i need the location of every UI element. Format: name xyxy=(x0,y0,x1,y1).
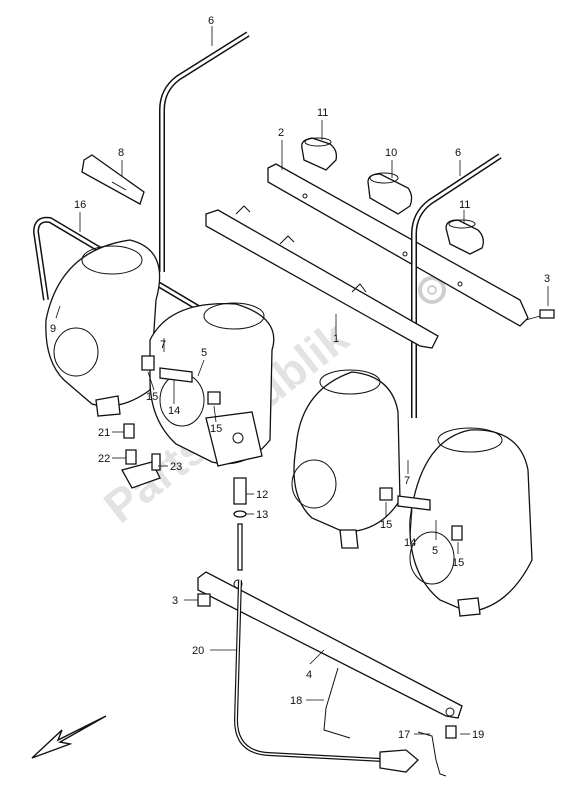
washer-13 xyxy=(233,510,247,571)
callout-18: 18 xyxy=(290,695,302,707)
joint-14-b xyxy=(397,495,431,511)
callout-15-a: 15 xyxy=(146,391,158,403)
joint-14-a xyxy=(159,367,193,383)
vent-pipe-right xyxy=(411,153,502,418)
plate-1 xyxy=(205,205,439,349)
fitting-15-b xyxy=(207,391,221,405)
callout-23: 23 xyxy=(170,461,182,473)
callout-3-upper: 3 xyxy=(544,273,550,285)
callout-7-right: 7 xyxy=(404,475,410,487)
callout-7-left: 7 xyxy=(160,339,166,351)
callout-1: 1 xyxy=(333,333,339,345)
callout-6-left: 6 xyxy=(208,15,214,27)
cap-10 xyxy=(367,172,413,215)
callout-4: 4 xyxy=(306,669,312,681)
callout-15-b: 15 xyxy=(210,423,222,435)
clip-17 xyxy=(417,731,447,777)
callout-3-lower: 3 xyxy=(172,595,178,607)
callouts: 6 8 16 11 2 10 6 11 3 1 9 7 5 15 14 15 2… xyxy=(50,15,550,741)
jet-22 xyxy=(125,449,137,465)
cable-20 xyxy=(233,579,419,773)
fitting-15-c xyxy=(379,487,393,501)
callout-12: 12 xyxy=(256,489,268,501)
screw-19 xyxy=(445,725,457,739)
carburetor-3 xyxy=(291,369,401,549)
vent-pipe-left xyxy=(159,31,250,272)
pipe-16 xyxy=(32,216,224,325)
callout-20: 20 xyxy=(192,645,204,657)
callout-13: 13 xyxy=(256,509,268,521)
cap-11-right xyxy=(445,219,484,255)
callout-21: 21 xyxy=(98,427,110,439)
callout-6-right: 6 xyxy=(455,147,461,159)
carburetor-1 xyxy=(45,239,161,417)
carburetor-2 xyxy=(149,302,275,467)
screw-3-lower xyxy=(197,593,211,607)
rod-18 xyxy=(323,667,351,739)
spring-12 xyxy=(233,477,247,505)
screw-3-upper xyxy=(539,309,555,319)
callout-15-d: 15 xyxy=(452,557,464,569)
callout-11-right: 11 xyxy=(459,199,470,211)
holder-23 xyxy=(121,453,161,489)
callout-9: 9 xyxy=(50,323,56,335)
fitting-15-d xyxy=(451,525,463,541)
gear-watermark-icon xyxy=(418,276,446,304)
callout-11-left: 11 xyxy=(317,107,328,119)
plate-2 xyxy=(267,163,529,327)
callout-14-left: 14 xyxy=(168,405,180,417)
callout-15-c: 15 xyxy=(380,519,392,531)
carburetor-4 xyxy=(409,427,533,617)
screw-21 xyxy=(123,423,135,439)
leader-lines xyxy=(55,26,549,735)
callout-10: 10 xyxy=(385,147,397,159)
cap-11-left xyxy=(301,137,338,171)
callout-16: 16 xyxy=(74,199,86,211)
bracket-8 xyxy=(81,154,145,205)
callout-14-right: 14 xyxy=(404,537,416,549)
callout-22: 22 xyxy=(98,453,110,465)
front-direction-arrow-icon xyxy=(31,715,107,759)
callout-5-left: 5 xyxy=(201,347,207,359)
callout-8: 8 xyxy=(118,147,124,159)
fitting-15-a xyxy=(141,355,155,371)
callout-2: 2 xyxy=(278,127,284,139)
callout-5-right: 5 xyxy=(432,545,438,557)
callout-19: 19 xyxy=(472,729,484,741)
callout-17: 17 xyxy=(398,729,410,741)
